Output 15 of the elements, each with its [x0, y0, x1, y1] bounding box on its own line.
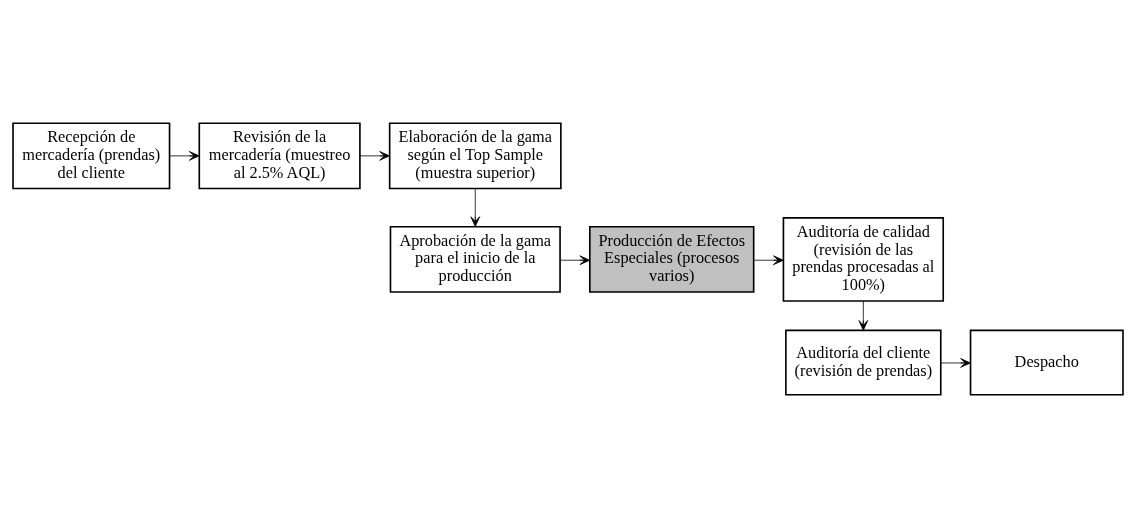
node-box: Elaboración de la gama según el Top Sample (muestra superior) [388, 122, 562, 190]
arrow [559, 255, 591, 266]
node-box: Revisión de la mercadería (muestreo al 2.5% AQL) [198, 122, 361, 190]
node-box: Recepción de mercadería (prendas) del cliente [12, 122, 171, 190]
node-box: Producción de Efectos Especiales (procesos varios) [589, 226, 755, 293]
node-box: Aprobación de la gama para el inicio de la producción [389, 226, 561, 293]
arrow [858, 300, 869, 331]
node-box: Auditoría de calidad (revisión de las prendas procesadas al 100%) [782, 217, 945, 302]
arrow [470, 188, 481, 227]
node-box: Auditoría del cliente (revisión de prendas) [785, 329, 942, 396]
arrow [359, 151, 390, 161]
node-box: Despacho [969, 329, 1124, 396]
arrow [753, 255, 784, 266]
arrow [940, 358, 971, 368]
arrow [169, 151, 200, 161]
